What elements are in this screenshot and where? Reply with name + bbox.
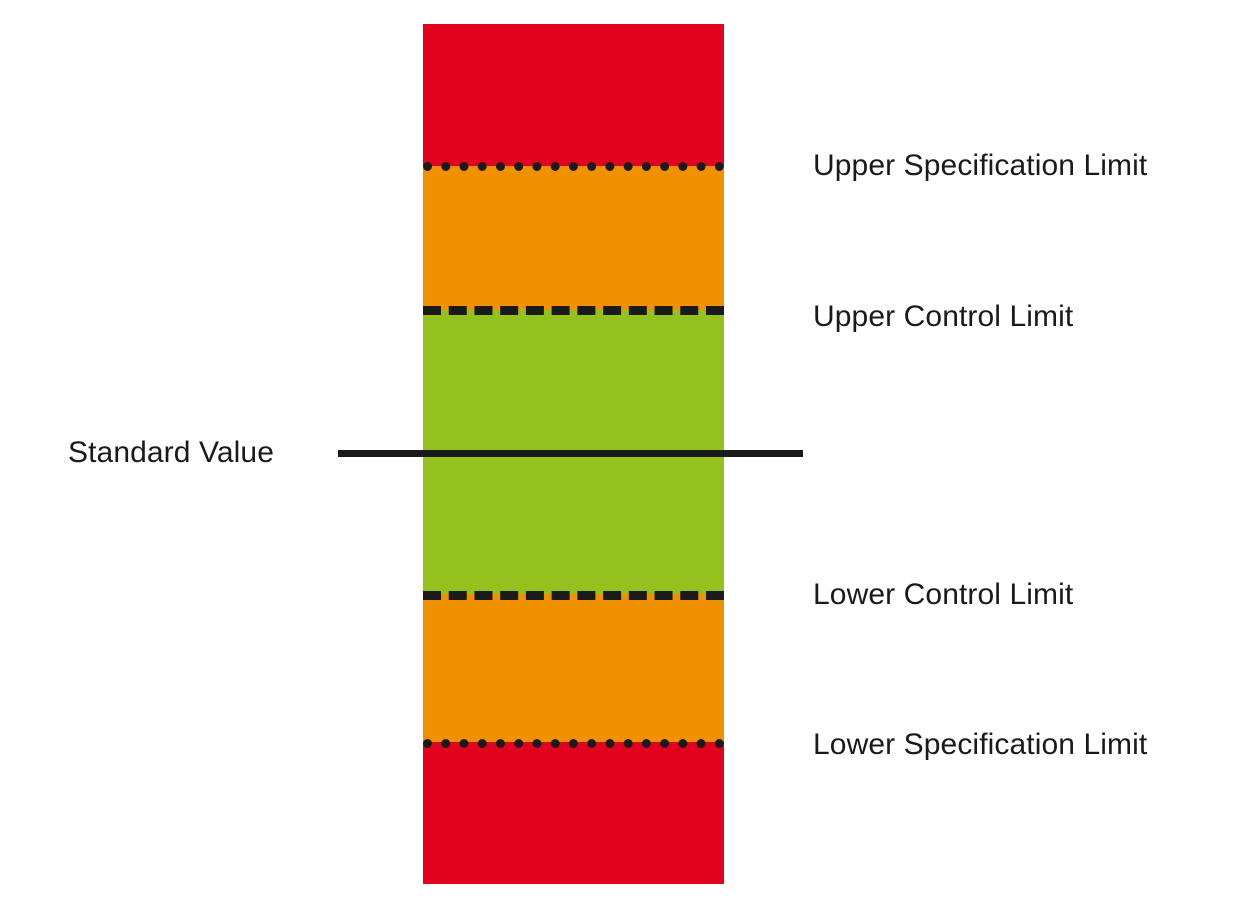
lower-specification-limit-line: [423, 739, 724, 748]
zone-lower-warning: [423, 594, 724, 742]
upper-specification-limit-line: [423, 162, 724, 171]
lower-control-limit-label: Lower Control Limit: [813, 578, 1074, 611]
upper-control-limit-line: [423, 306, 724, 315]
standard-value-line: [338, 450, 803, 457]
zone-upper-out-of-spec: [423, 24, 724, 166]
zone-upper-warning: [423, 166, 724, 310]
upper-control-limit-label: Upper Control Limit: [813, 300, 1074, 333]
standard-value-label: Standard Value: [68, 436, 274, 469]
lower-specification-limit-label: Lower Specification Limit: [813, 728, 1148, 761]
zone-lower-out-of-spec: [423, 742, 724, 884]
lower-control-limit-line: [423, 591, 724, 600]
upper-specification-limit-label: Upper Specification Limit: [813, 149, 1148, 182]
